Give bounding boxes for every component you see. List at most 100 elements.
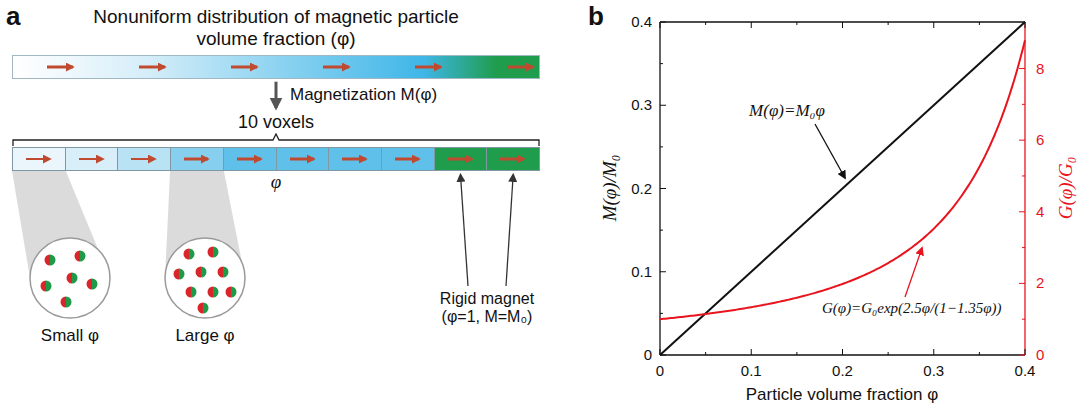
tick-label: 2 xyxy=(1036,275,1044,292)
particle-north xyxy=(174,269,180,280)
tick xyxy=(1019,283,1025,284)
magnetization-line xyxy=(660,22,1025,355)
tick xyxy=(751,22,752,28)
particle-north xyxy=(186,287,192,298)
tick xyxy=(1022,104,1025,105)
particle-south xyxy=(92,279,98,290)
axis-title: M(φ)/M₀ xyxy=(599,155,621,222)
leader-arrow xyxy=(460,175,468,286)
gradient-bar: Nonuniform distribution of magnetic part… xyxy=(12,6,540,79)
magnetization-arrow xyxy=(487,148,537,170)
voxel xyxy=(276,147,330,171)
leader-arrow xyxy=(506,175,513,286)
magnetization-arrows xyxy=(13,56,541,78)
bar-heading: Nonuniform distribution of magnetic part… xyxy=(76,6,476,50)
tick xyxy=(1022,319,1025,320)
tick xyxy=(1022,175,1025,176)
particle-north xyxy=(208,287,214,298)
particle-north xyxy=(198,303,204,314)
curve-annotation: M(φ)=M₀φ xyxy=(749,101,825,121)
volume-fraction-symbol: φ xyxy=(271,171,282,193)
tick xyxy=(705,352,706,355)
particle-north xyxy=(87,279,92,290)
particle-south xyxy=(50,255,56,266)
voxel xyxy=(328,147,382,171)
voxel xyxy=(117,147,171,171)
bracket xyxy=(12,133,540,147)
tick xyxy=(660,105,666,106)
particle-circle xyxy=(20,236,120,320)
particle-south xyxy=(179,269,185,280)
curve-annotation: G(φ)=G₀exp(2.5φ/(1−1.35φ)) xyxy=(822,300,1001,317)
particle-south xyxy=(189,249,195,260)
tick-label: 0 xyxy=(1036,346,1044,363)
tick-label: 8 xyxy=(1036,60,1044,77)
particle-south xyxy=(231,287,237,298)
leader-arrow xyxy=(905,248,922,297)
tick xyxy=(660,22,666,23)
magnetization-arrow xyxy=(13,148,63,170)
tick-label: 0.2 xyxy=(832,362,853,379)
tick-label: 4 xyxy=(1036,203,1044,220)
particle-north xyxy=(196,267,202,278)
tick xyxy=(842,22,843,28)
tick xyxy=(1019,355,1025,356)
tick-label: 0.3 xyxy=(923,362,944,379)
voxel-bar: 10 voxels φ xyxy=(12,112,540,193)
particle-south xyxy=(203,303,209,314)
particle-south xyxy=(66,297,72,308)
panel-letter: a xyxy=(6,2,20,32)
particle-north xyxy=(218,267,224,278)
tick xyxy=(1019,140,1025,141)
tick-label: 0.3 xyxy=(631,97,652,114)
particle-south xyxy=(223,267,229,278)
magnetization-arrow xyxy=(171,148,221,170)
tick-label: 0.2 xyxy=(631,180,652,197)
tick-label: 0.4 xyxy=(631,13,652,30)
circle-caption: Large φ xyxy=(175,326,234,346)
particle-south xyxy=(201,267,207,278)
particle-south xyxy=(80,251,86,262)
axis-right xyxy=(1024,22,1025,355)
zoom-circle: Large φ xyxy=(155,236,255,346)
voxel xyxy=(12,147,66,171)
tick xyxy=(660,146,663,147)
gradient-bar-fill xyxy=(12,55,540,79)
panel-letter: b xyxy=(588,2,604,32)
voxel-row xyxy=(12,147,540,171)
tick xyxy=(1025,349,1026,355)
rigid-magnet-label: Rigid magnet (φ=1, M=M₀) xyxy=(427,290,547,327)
tick xyxy=(1019,211,1025,212)
leader-arrow xyxy=(815,124,845,178)
tick xyxy=(1022,247,1025,248)
tick xyxy=(1019,68,1025,69)
particle-north xyxy=(184,249,190,260)
magnetization-arrow xyxy=(277,148,327,170)
tick xyxy=(660,271,666,272)
particle-north xyxy=(75,251,81,262)
particle-north xyxy=(67,273,73,284)
tick xyxy=(979,22,980,25)
tick-label: 0.1 xyxy=(631,263,652,280)
tick xyxy=(660,230,663,231)
tick xyxy=(933,22,934,28)
tick xyxy=(660,313,663,314)
voxel-count: 10 voxels xyxy=(238,112,314,133)
tick xyxy=(842,349,843,355)
tick xyxy=(705,22,706,25)
particle-north xyxy=(45,255,51,266)
particle-north xyxy=(41,281,47,292)
tick xyxy=(660,188,666,189)
voxel xyxy=(170,147,224,171)
particle-north xyxy=(61,297,66,308)
zoom-circle: Small φ xyxy=(20,236,120,346)
edge-label: Magnetization M(φ) xyxy=(290,86,437,106)
particle-south xyxy=(191,287,197,298)
tick xyxy=(660,63,663,64)
voxel xyxy=(434,147,488,171)
particle-circle xyxy=(155,236,255,320)
particle-south xyxy=(213,287,219,298)
tick xyxy=(751,349,752,355)
particle-north xyxy=(226,287,232,298)
particle-south xyxy=(72,273,78,284)
